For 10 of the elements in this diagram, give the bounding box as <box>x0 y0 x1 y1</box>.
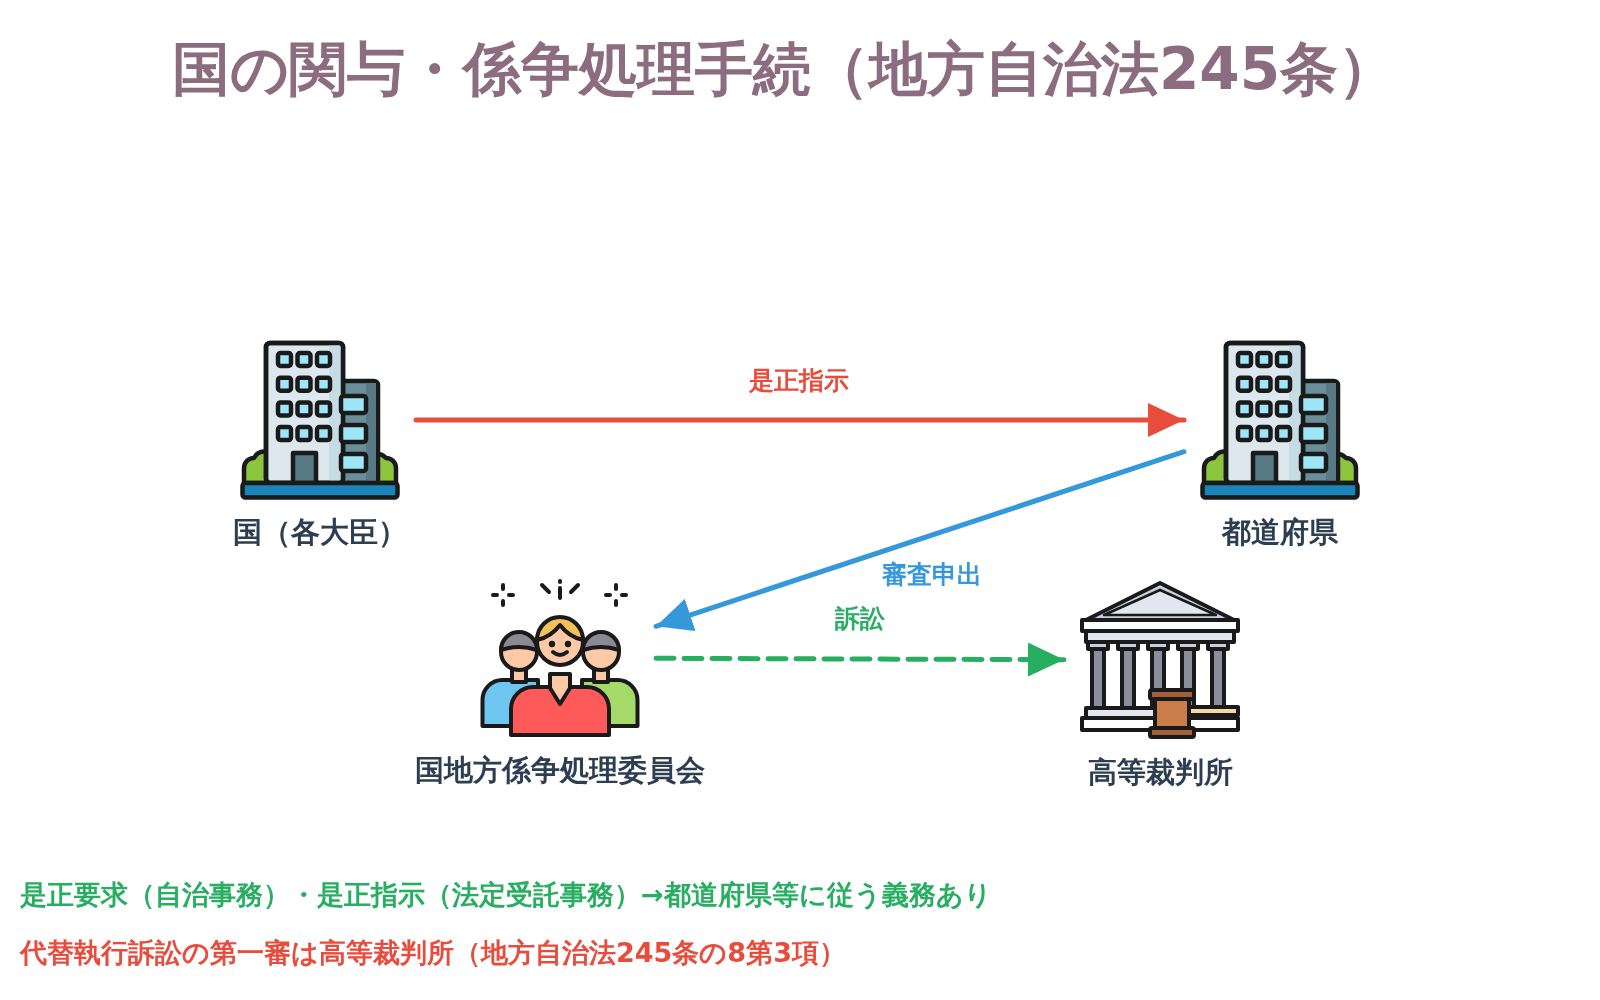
node-label: 高等裁判所 <box>1087 754 1233 791</box>
node-label: 国地方係争処理委員会 <box>415 752 705 789</box>
node-label: 都道府県 <box>1222 514 1338 551</box>
diagram-title: 国の関与・係争処理手続（地方自治法245条） <box>171 37 1397 101</box>
arrow <box>653 449 1187 632</box>
note-text: 代替執行訴訟の第一審は高等裁判所（地方自治法245条の8第3項） <box>20 936 846 970</box>
note-text: 是正要求（自治事務）・是正指示（法定受託事務）→都道府県等に従う義務あり <box>20 878 992 912</box>
node-label: 国（各大臣） <box>233 514 407 551</box>
dashed-arrow <box>653 642 1067 677</box>
arrow <box>413 403 1187 437</box>
